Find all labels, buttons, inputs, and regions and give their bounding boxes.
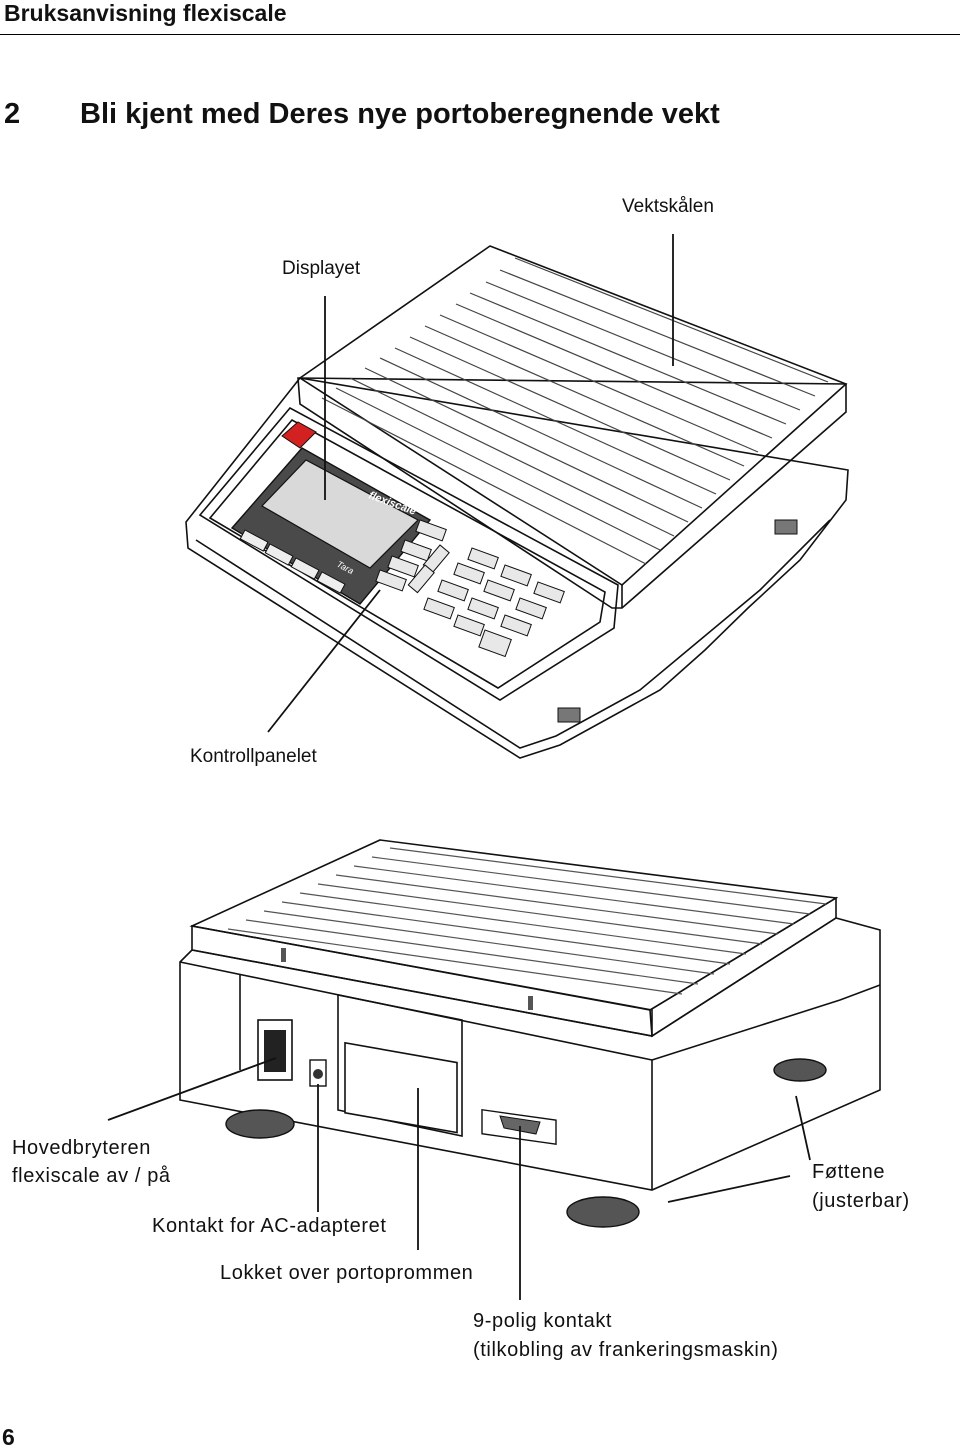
foot-icon <box>225 1058 827 1228</box>
serial-port-icon <box>481 1108 557 1145</box>
page-number: 6 <box>2 1424 15 1450</box>
prom-cover-label: Lokket over portoprommen <box>220 1262 474 1284</box>
serial-port-label-1: 9-polig kontakt <box>473 1310 613 1332</box>
header-rule <box>0 34 960 35</box>
ac-socket-label: Kontakt for AC-adapteret <box>152 1215 387 1237</box>
display-label: Displayet <box>282 258 361 279</box>
document-header: Bruksanvisning flexiscale <box>4 0 287 26</box>
brand-logo-icon <box>281 421 317 449</box>
section-title: Bli kjent med Deres nye portoberegnende … <box>80 98 720 130</box>
serial-port-label-2: (tilkobling av frankeringsmaskin) <box>473 1339 779 1361</box>
control-panel-label: Kontrollpanelet <box>190 746 317 767</box>
power-switch-label-2: flexiscale av / på <box>12 1165 171 1187</box>
weighing-plate-label: Vektskålen <box>622 196 714 217</box>
feet-label-2: (justerbar) <box>812 1190 910 1212</box>
section-number: 2 <box>4 98 21 130</box>
power-switch-label-1: Hovedbryteren <box>12 1137 151 1159</box>
feet-label-1: Føttene <box>812 1161 886 1183</box>
